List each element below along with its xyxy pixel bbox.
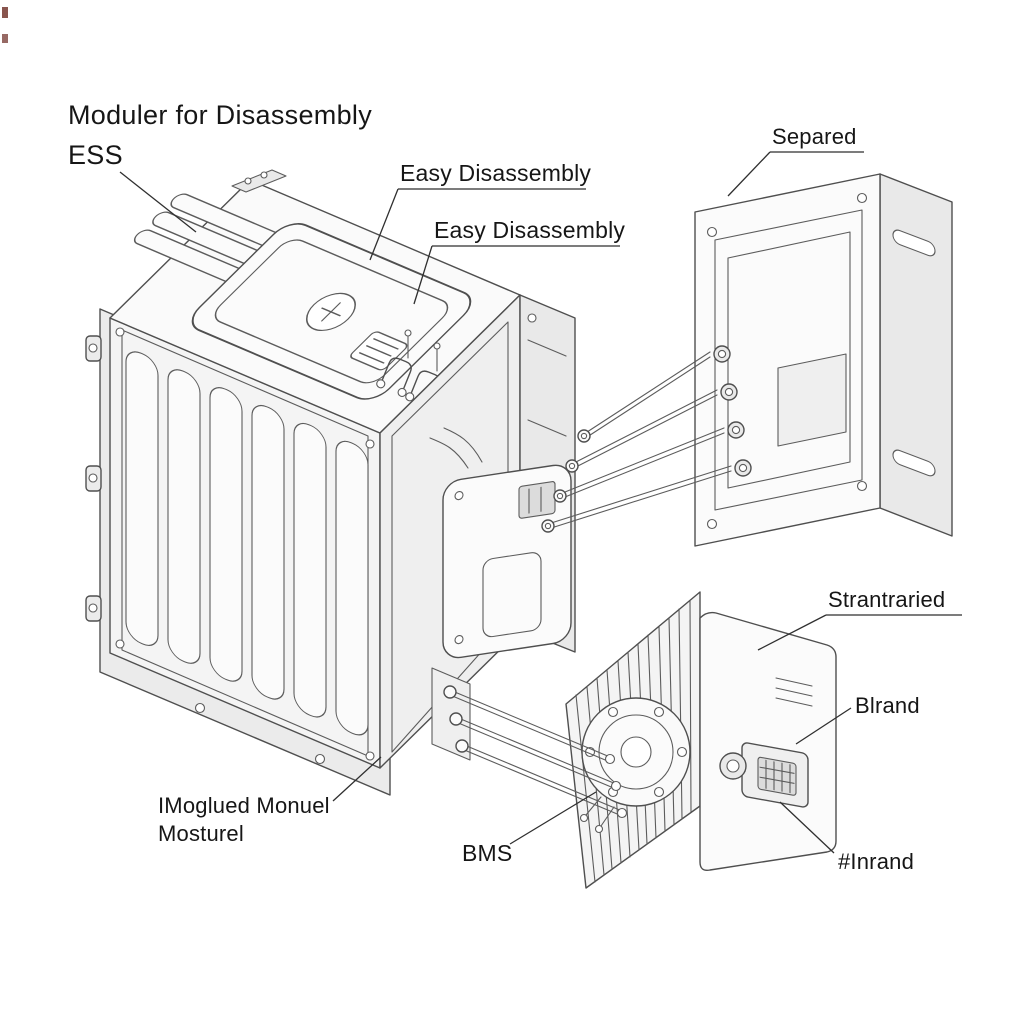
edge-artifact bbox=[2, 34, 8, 43]
corner-screw bbox=[365, 439, 375, 449]
plate-side-face bbox=[879, 173, 953, 537]
label-bms: BMS bbox=[462, 840, 512, 866]
rod bbox=[565, 389, 718, 473]
leader-module bbox=[332, 756, 382, 802]
label-separed: Separed bbox=[772, 124, 857, 149]
label-strantraried: Strantraried bbox=[828, 587, 945, 612]
bms-box bbox=[429, 427, 572, 659]
motor-vents bbox=[775, 677, 813, 707]
label-module-line2: Mosturel bbox=[158, 821, 244, 846]
top-cover bbox=[191, 223, 472, 400]
label-inrand: #Inrand bbox=[838, 849, 914, 874]
label-ess: ESS bbox=[68, 140, 123, 170]
rod bbox=[541, 465, 732, 533]
rod bbox=[577, 351, 711, 443]
motor-body bbox=[699, 611, 837, 872]
plate-front-face bbox=[694, 173, 881, 547]
label-easy-disassembly-2: Easy Disassembly bbox=[434, 217, 625, 243]
plate-terminals bbox=[713, 345, 752, 477]
cell-slats bbox=[125, 351, 369, 736]
page-title: Moduler for Disassembly bbox=[68, 100, 372, 130]
plate-recess bbox=[777, 353, 847, 447]
bms-cables bbox=[429, 427, 483, 469]
edge-artifact bbox=[2, 7, 8, 18]
corner-screw bbox=[115, 327, 125, 337]
top-bracket bbox=[231, 169, 287, 193]
bms-panel bbox=[482, 552, 542, 638]
label-easy-disassembly-1: Easy Disassembly bbox=[400, 160, 591, 186]
leader-easy1 bbox=[369, 188, 399, 261]
leader-blrand bbox=[795, 707, 852, 745]
motor-unit bbox=[565, 591, 837, 889]
leader-bms bbox=[509, 791, 597, 845]
corner-screw bbox=[115, 639, 125, 649]
label-module-line1: IMoglued Monuel bbox=[158, 793, 330, 818]
leader-ess bbox=[119, 171, 197, 233]
rod-mount-plate bbox=[431, 667, 471, 761]
leader-easy2 bbox=[413, 245, 433, 305]
motor-rods bbox=[443, 685, 628, 819]
motor-flange bbox=[579, 697, 691, 834]
labels: Moduler for Disassembly ESS Easy Disasse… bbox=[68, 100, 945, 874]
leader-separed bbox=[727, 151, 771, 197]
frame-screw bbox=[194, 702, 206, 714]
plate-rods bbox=[541, 351, 732, 533]
rod bbox=[449, 712, 622, 792]
bms-connector bbox=[518, 481, 556, 519]
plate-side-slots bbox=[892, 229, 936, 477]
rod bbox=[553, 427, 725, 503]
leader-strantraried bbox=[757, 614, 827, 651]
corner-screw bbox=[365, 751, 375, 761]
label-blrand: Blrand bbox=[855, 693, 920, 718]
cover-logo-icon bbox=[305, 292, 356, 331]
frame-screw bbox=[314, 753, 326, 765]
separated-plate bbox=[694, 173, 953, 547]
rod bbox=[455, 739, 628, 819]
rod bbox=[443, 685, 616, 765]
module-front-face bbox=[109, 317, 381, 769]
leader-lines bbox=[119, 151, 962, 854]
motor-connector bbox=[741, 742, 809, 808]
leader-inrand bbox=[779, 801, 835, 854]
